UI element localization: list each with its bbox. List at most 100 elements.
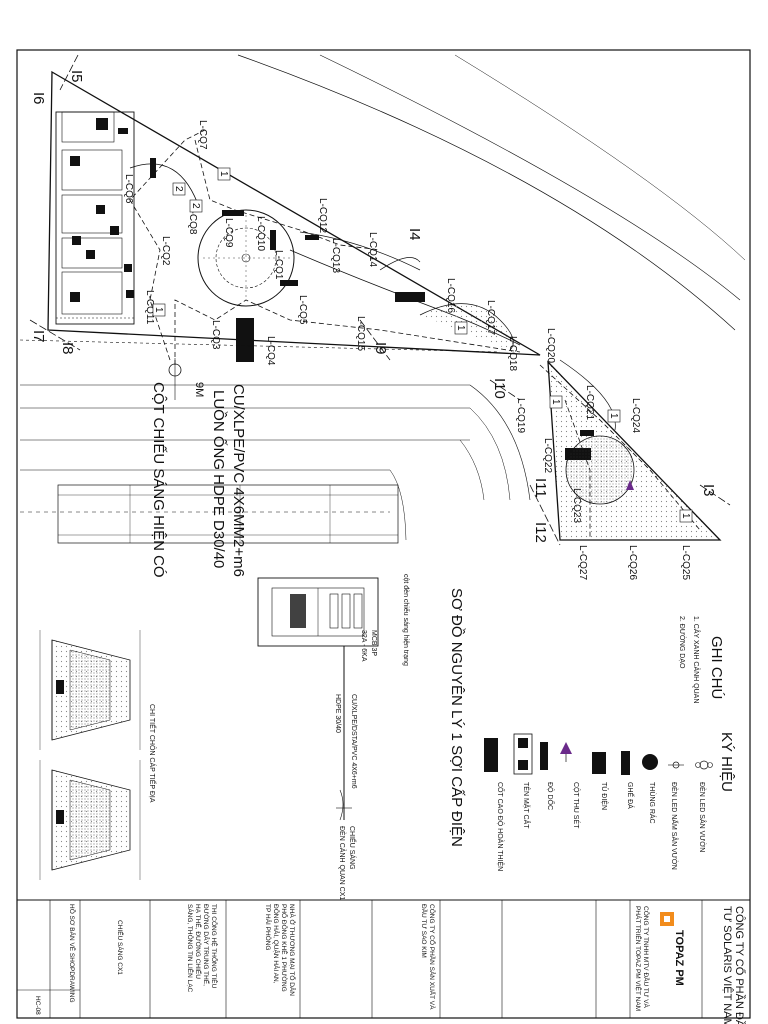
lamp-label: L-CQ7 <box>197 120 208 150</box>
point-label: I5 <box>68 70 85 83</box>
consultant-name: CÔNG TY TNHH MTV ĐẦU TƯ VÀ <box>642 906 652 1009</box>
slope-icon <box>540 742 548 770</box>
brand-name: TOPAZ PM <box>673 930 685 986</box>
zone-number: 1 <box>608 413 619 419</box>
legend-row: ĐÈN LED SÂN VƯỜN <box>695 760 713 852</box>
lamp-labels: L-CQ1 L-CQ2 L-CQ3 L-CQ4 L-CQ5 L-CQ6 L-CQ… <box>123 120 691 580</box>
lamp-label: L-CQ3 <box>210 320 221 350</box>
single-line-cable: CU/XLPE/DSTA/PVC 4X6+m6 <box>350 694 357 789</box>
section-name-icon <box>513 733 533 775</box>
legend-row: ĐỘ DỐC <box>540 742 556 810</box>
title-block-frame <box>16 899 751 1019</box>
lamp-label: L-CQ19 <box>515 398 526 433</box>
lamp-label: L-CQ11 <box>144 290 155 325</box>
legend-title: KÝ HIỆU <box>718 732 735 792</box>
lamp-label: L-CQ20 <box>545 328 556 363</box>
legend-label: TỦ ĐIỆN <box>600 782 609 810</box>
single-line-conduit: HDPE 30/40 <box>334 694 341 733</box>
stone-bench-icon <box>621 751 630 775</box>
pole-height: 9M <box>193 382 205 397</box>
zone-numbers: 1 2 1 2 1 1 1 1 <box>152 167 693 523</box>
point-label: I9 <box>372 342 389 355</box>
work-item: HẠ THẾ, ĐƯỜNG CHIẾU <box>194 904 204 979</box>
legend-row: GHẾ ĐÁ <box>621 751 636 809</box>
single-line-load: CHIẾU SÁNG <box>348 826 358 870</box>
lamp-label: L-CQ23 <box>571 488 582 523</box>
lamp-label: L-CQ17 <box>485 300 496 335</box>
legend-label: ĐÈN LED SÂN VƯỜN <box>698 782 707 852</box>
lamp-label: L-CQ24 <box>630 398 641 433</box>
site-boundary <box>47 70 541 356</box>
project-name: PHỐ ĐÔNG KHÊ 1 PHƯỜNG <box>280 904 290 992</box>
legend-label: GHẾ ĐÁ <box>626 782 636 809</box>
project-stage: HỒ SƠ BẢN VẼ SHOPDRAWING <box>68 904 78 1003</box>
sheet-number: HC-08 <box>34 996 41 1015</box>
legend-row: CỘT THU SÉT <box>560 742 581 829</box>
notes-title: GHI CHÚ <box>708 636 725 699</box>
legend-label: ĐÈN LED NẤM SÂN VƯỜN <box>670 782 680 870</box>
lamp-label: L-CQ16 <box>445 278 456 313</box>
lamp-label: L-CQ25 <box>680 545 691 580</box>
point-label: I4 <box>406 228 423 241</box>
plan-notes: 9M CỘT CHIẾU SÁNG HIỆN CÓ CU/XLPE/PVC 4X… <box>150 382 247 578</box>
zone-number: 2 <box>173 186 184 192</box>
point-label: I3 <box>700 484 717 497</box>
project-name: NHÀ Ở THƯƠNG MẠI TỔ DÂN <box>288 904 297 996</box>
plaza-circle <box>197 209 295 307</box>
lightning-rod-icon <box>560 742 572 754</box>
trench-section-1 <box>39 630 141 750</box>
client-name: CÔNG TY CỔ PHẦN ĐẦU <box>733 906 746 1024</box>
point-label: I7 <box>30 330 47 343</box>
lamp-label: L-CQ14 <box>367 232 378 267</box>
notes-block: GHI CHÚ 1. CÂY XANH CẢNH QUAN 2. ĐƯỜNG D… <box>678 616 725 703</box>
lamp-label: L-CQ18 <box>507 336 518 371</box>
point-label: I8 <box>59 342 76 355</box>
lamp-label: L-CQ2 <box>160 236 171 266</box>
lamp-label: L-CQ4 <box>265 336 276 366</box>
work-item: SÁNG, THÔNG TIN LIÊN LẠC <box>186 904 195 993</box>
work-item: THI CÔNG HỆ THỐNG TIÊU <box>210 904 220 989</box>
consultant-name: PHÁT TRIỂN TOPAZ PM VIỆT NAM <box>634 906 643 1011</box>
legend-label: CỘT THU SÉT <box>572 782 581 829</box>
lamp-label: L-CQ5 <box>297 295 308 325</box>
project-name: TP HẢI PHÒNG <box>264 904 273 950</box>
single-line-diagram: SƠ ĐỒ NGUYÊN LÝ 1 SỢI CẤP ĐIỆN cột đèn c… <box>257 574 466 900</box>
legend-block: KÝ HIỆU ĐÈN LED SÂN VƯỜN ĐÈN LED NẤM SÂN… <box>484 732 735 871</box>
notes-item: 2. ĐƯỜNG DẠO <box>678 616 687 669</box>
point-label: I10 <box>491 378 508 399</box>
lamp-label: L-CQ6 <box>123 174 134 204</box>
single-line-load-name: ĐÈN CẢNH QUAN CX1 <box>338 826 347 900</box>
project-name: ĐÔNG HẢI, QUẬN HẢI AN, <box>272 904 281 984</box>
garden-led-icon <box>699 760 709 770</box>
trash-bin-icon <box>642 754 658 770</box>
title-block: CÔNG TY CỔ PHẦN ĐẦU TƯ SOLARIS VIỆT NAM … <box>17 900 746 1024</box>
legend-row: CỐT CAO ĐỘ HOÀN THIỆN <box>484 738 506 871</box>
lamp-label: L-CQ9 <box>223 218 234 248</box>
single-line-source: cột đèn chiếu sáng hiện trạng <box>402 574 411 666</box>
lamp-label: L-CQ10 <box>255 216 266 251</box>
existing-pole-label: CỘT CHIẾU SÁNG HIỆN CÓ <box>150 382 167 578</box>
zone-number: 1 <box>218 171 229 177</box>
building-block <box>55 111 135 325</box>
trench-section-2 <box>39 760 141 880</box>
work-item: ĐƯỜNG DÂY TRUNG THẾ, <box>202 904 212 986</box>
zone-number: 1 <box>550 399 561 405</box>
electrical-cabinet-icon <box>592 752 606 774</box>
lamp-label: L-CQ22 <box>542 438 553 473</box>
legend-label: CỐT CAO ĐỘ HOÀN THIỆN <box>496 782 506 871</box>
cable-spec: CU/XLPE/PVC 4X6MM2+m6 <box>230 384 247 577</box>
notes-item: 1. CÂY XANH CẢNH QUAN <box>692 616 701 703</box>
finish-level-icon <box>484 738 498 772</box>
zone-number: 2 <box>190 203 201 209</box>
site-plan <box>19 54 746 546</box>
single-line-breaker: MCB 3P <box>370 630 377 656</box>
lamp-label: L-CQ8 <box>187 205 198 235</box>
lamp-label: L-CQ27 <box>577 545 588 580</box>
client-name: TƯ SOLARIS VIỆT NAM <box>721 906 734 1024</box>
legend-row: TÊN MẶT CẮT <box>513 733 533 829</box>
lamp-label: L-CQ21 <box>584 385 595 420</box>
single-line-title: SƠ ĐỒ NGUYÊN LÝ 1 SỢI CẤP ĐIỆN <box>448 588 466 847</box>
street-lanes <box>19 339 531 544</box>
investor-name: CÔNG TY CỔ PHẦN SẢN XUẤT VÀ <box>428 904 438 1010</box>
